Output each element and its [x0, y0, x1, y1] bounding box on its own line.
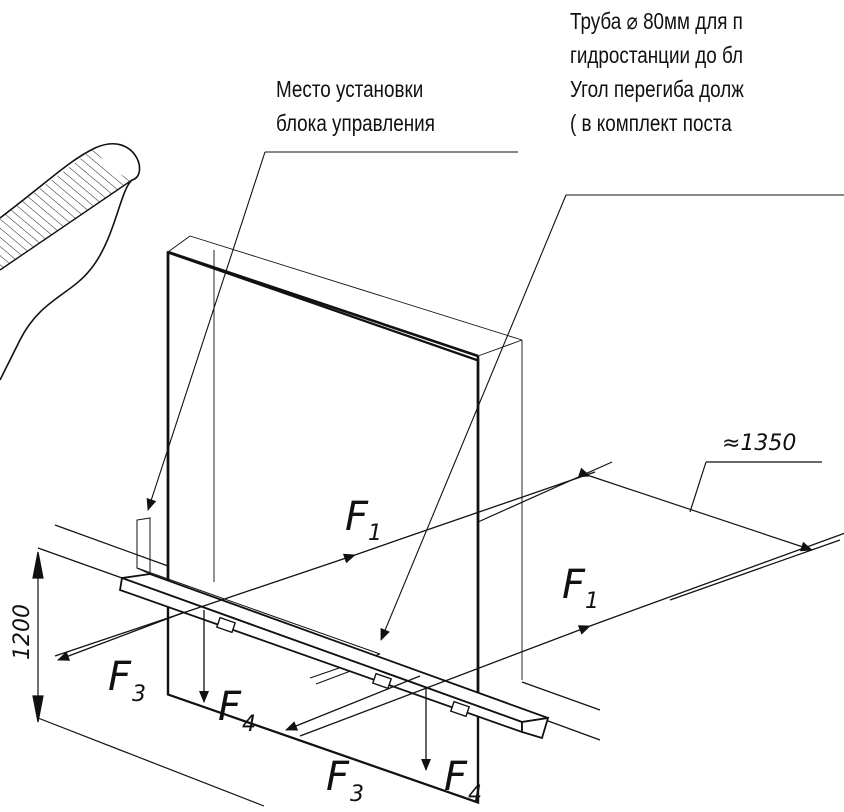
width-dimension-line	[577, 467, 813, 552]
ground-far-line	[539, 717, 601, 741]
force-f3-left-label: F	[108, 654, 132, 700]
pipe-callout: Труба ⌀ 80мм для п гидростанции до бл Уг…	[570, 4, 744, 140]
width-dimension-label: ≈1350	[722, 431, 796, 456]
gate-back-right-top	[477, 339, 523, 357]
force-f3-right-index: 3	[350, 782, 364, 807]
wall-inner-line	[0, 179, 133, 271]
height-dimension	[32, 551, 44, 723]
force-arrows	[54, 471, 844, 771]
pipe-callout-line4: ( в комплект поста	[570, 110, 732, 136]
mounting-brackets	[215, 616, 471, 718]
ground-edge-lower	[37, 717, 265, 807]
bracket-3	[449, 700, 471, 718]
force-f1-lower-label: F	[562, 562, 586, 608]
force-f4-right-label: F	[444, 754, 468, 800]
wall-section	[0, 143, 141, 381]
base-beam-end	[521, 716, 550, 740]
wall-hatched-strip	[0, 148, 132, 270]
control-unit-leader	[146, 151, 266, 511]
bracket-1	[215, 616, 237, 634]
base-beam	[118, 573, 550, 740]
force-f3-left-arrow	[57, 611, 186, 661]
gate-axis-line	[54, 524, 169, 567]
pipe-callout-line1: Труба ⌀ 80мм для п	[570, 8, 743, 34]
force-f4-left-index: 4	[242, 712, 256, 737]
control-unit-callout: Место установки блока управления	[276, 72, 435, 140]
force-f3-left-index: 3	[132, 682, 146, 707]
gate-top-rail	[167, 250, 479, 358]
gate-leaf	[166, 250, 480, 805]
force-f1-upper-label: F	[345, 494, 369, 540]
ground-edge-upper	[37, 547, 123, 579]
gate-front-frame	[166, 250, 480, 805]
leader-lines	[146, 151, 844, 641]
gate-back-top	[189, 235, 523, 341]
force-f1-left-arrow	[54, 553, 356, 657]
force-f4-left-label: F	[218, 684, 242, 730]
ground-lines	[37, 524, 601, 807]
width-dimension	[477, 461, 841, 601]
force-f3-right-arrow	[285, 675, 421, 731]
ground-right-edge	[521, 681, 601, 711]
height-dimension-label: 1200	[10, 604, 35, 660]
bracket-2	[371, 672, 393, 690]
force-f3-right-label: F	[326, 754, 350, 800]
gate-back-left-top	[167, 235, 191, 253]
force-f1-lower-index: 1	[585, 589, 599, 614]
pipe-leader	[380, 194, 567, 641]
width-dimension-leader	[689, 461, 707, 513]
wall-outline	[0, 143, 141, 381]
force-f1-right-arrow	[299, 625, 591, 737]
pipe-callout-line3: Угол перегиба долж	[570, 76, 744, 102]
force-f1-upper-index: 1	[368, 521, 382, 546]
control-unit-callout-line1: Место установки	[276, 76, 424, 102]
pipe-callout-line2: гидростанции до бл	[570, 42, 743, 68]
force-f4-right-index: 4	[468, 782, 482, 807]
control-unit-callout-line2: блока управления	[276, 110, 435, 136]
gate-leaf-lines	[166, 235, 523, 700]
